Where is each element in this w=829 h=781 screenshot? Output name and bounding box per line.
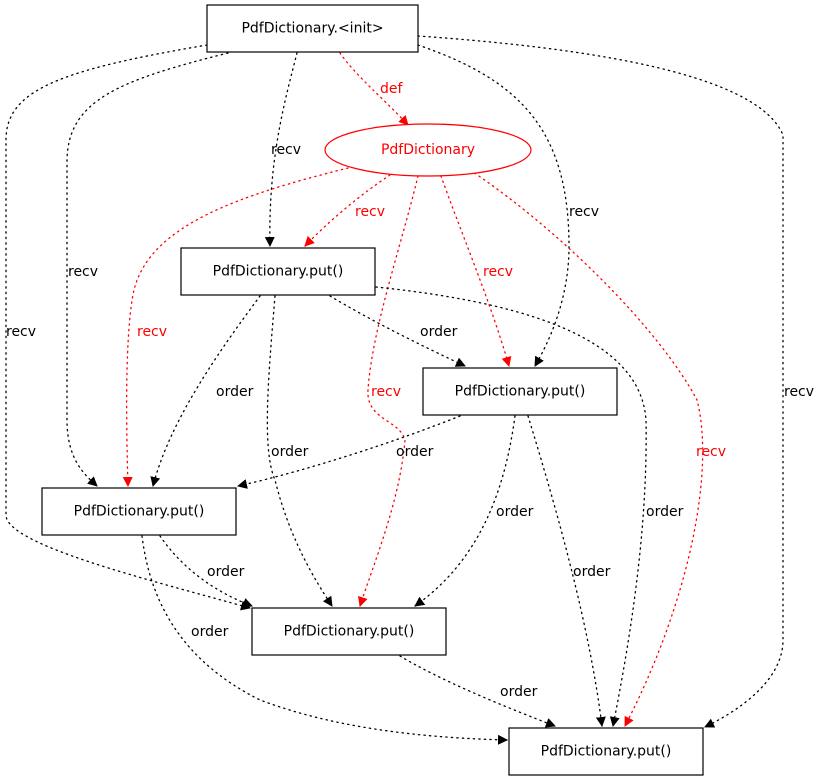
edge-label-recv: recv: [68, 264, 98, 280]
edge-label-order: order: [191, 624, 229, 640]
node-init[interactable]: PdfDictionary.<init>: [206, 4, 419, 53]
edge-label-recv: recv: [483, 264, 513, 280]
edge-put2-to-put4-order: [237, 415, 461, 489]
node-put-4[interactable]: PdfDictionary.put(): [251, 607, 447, 656]
edge-label-recv: recv: [569, 204, 599, 220]
nodes-layer: PdfDictionary.<init> PdfDictionary PdfDi…: [41, 4, 704, 776]
edge-label-recv: recv: [6, 324, 36, 340]
node-label: PdfDictionary.put(): [455, 384, 586, 400]
edge-init-to-dict-def: [339, 52, 409, 126]
edge-put3-to-put5-order: [159, 535, 253, 608]
edge-label-order: order: [271, 444, 309, 460]
edge-label-def: def: [380, 81, 404, 97]
edge-label-order: order: [420, 324, 458, 340]
edge-label-order: order: [646, 504, 684, 520]
edge-put1-to-put2-order: [329, 295, 466, 367]
node-label: PdfDictionary.put(): [213, 264, 344, 280]
edge-put3-to-put6-order: [141, 535, 508, 745]
edges-layer: def recv recv recv recv recv recv recv r…: [5, 35, 814, 745]
edge-put2-to-put6-order: [527, 415, 606, 727]
edge-init-to-put4-recv: [5, 44, 251, 611]
edge-label-order: order: [573, 564, 611, 580]
edge-label-recv: recv: [271, 142, 301, 158]
edge-put5-to-put6-order: [399, 655, 556, 728]
node-label: PdfDictionary: [381, 142, 475, 158]
edge-init-to-put3-recv: [66, 52, 229, 487]
node-label: PdfDictionary.put(): [74, 504, 205, 520]
edge-label-order: order: [396, 444, 434, 460]
node-pdfdictionary[interactable]: PdfDictionary: [324, 123, 532, 177]
edge-dict-to-put2-recv: [440, 175, 512, 367]
edge-dict-to-put1-recv: [304, 174, 391, 247]
node-put-5[interactable]: PdfDictionary.put(): [508, 727, 704, 776]
edge-label-order: order: [496, 504, 534, 520]
edge-put1-to-put6-order: [375, 286, 647, 727]
edge-label-order: order: [216, 384, 254, 400]
edge-label-order: order: [207, 564, 245, 580]
edge-label-recv: recv: [137, 324, 167, 340]
node-label: PdfDictionary.put(): [284, 624, 415, 640]
node-label: PdfDictionary.put(): [541, 744, 672, 760]
edge-put1-to-put4-order: [150, 295, 261, 487]
edge-dict-to-put5-recv: [358, 175, 419, 607]
edge-label-recv: recv: [784, 384, 814, 400]
edge-put1-to-put5-order: [266, 295, 333, 607]
edge-put2-to-put5-order: [414, 415, 516, 607]
edge-init-to-put2-recv: [417, 44, 570, 367]
node-put-2[interactable]: PdfDictionary.put(): [422, 367, 618, 416]
node-label: PdfDictionary.<init>: [241, 21, 383, 37]
node-put-3[interactable]: PdfDictionary.put(): [41, 487, 237, 536]
edge-label-recv: recv: [696, 444, 726, 460]
edge-label-order: order: [500, 684, 538, 700]
edge-init-to-put1-recv: [264, 52, 298, 247]
edge-label-recv: recv: [355, 204, 385, 220]
edge-label-recv: recv: [371, 384, 401, 400]
node-put-1[interactable]: PdfDictionary.put(): [180, 247, 376, 296]
edge-dict-to-put6-recv: [469, 169, 704, 727]
